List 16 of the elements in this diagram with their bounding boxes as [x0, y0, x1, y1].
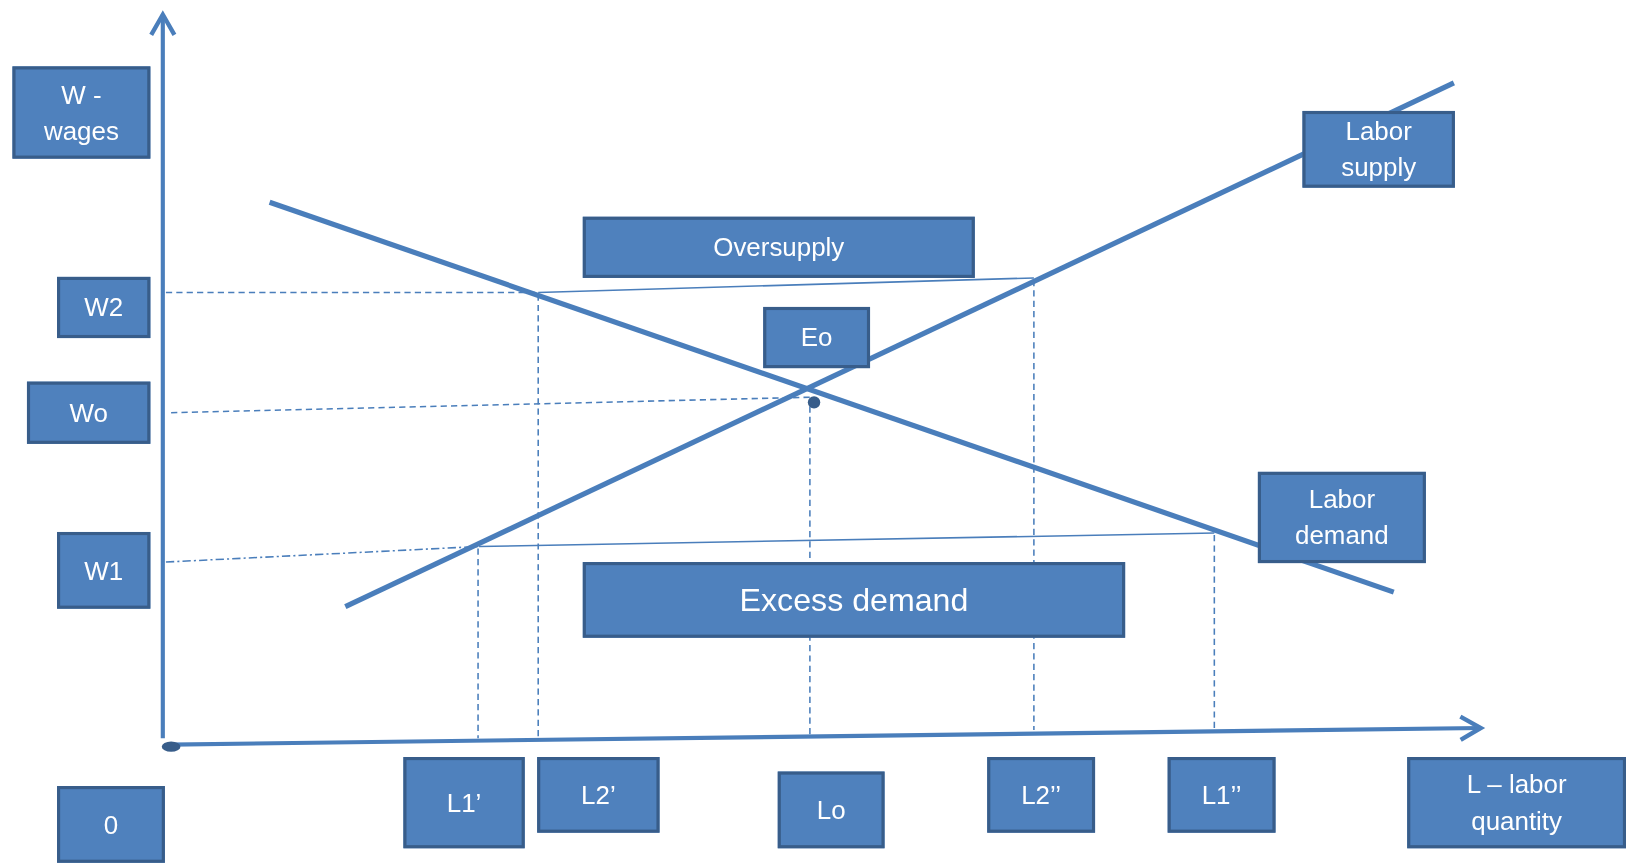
- axis-value-label: 0: [57, 786, 165, 863]
- curve-label: Labor supply: [1302, 110, 1455, 188]
- axis-value-label: W1: [57, 532, 151, 609]
- region-label: Oversupply: [582, 216, 975, 278]
- axis-value-label: Wo: [26, 381, 151, 444]
- curve-label: Labor demand: [1257, 471, 1426, 564]
- axis-value-label: L2’’: [987, 757, 1096, 833]
- region-label: Excess demand: [582, 562, 1126, 638]
- axis-value-label: L1’: [403, 757, 525, 849]
- axis-value-label: W2: [57, 276, 151, 339]
- point-label: Eo: [763, 306, 871, 369]
- axis-title: W - wages: [12, 66, 151, 159]
- axis-value-label: L2’: [537, 757, 660, 833]
- axis-value-label: L1’’: [1167, 757, 1276, 833]
- axis-title: L – labor quantity: [1407, 757, 1626, 849]
- axis-value-label: Lo: [777, 771, 885, 849]
